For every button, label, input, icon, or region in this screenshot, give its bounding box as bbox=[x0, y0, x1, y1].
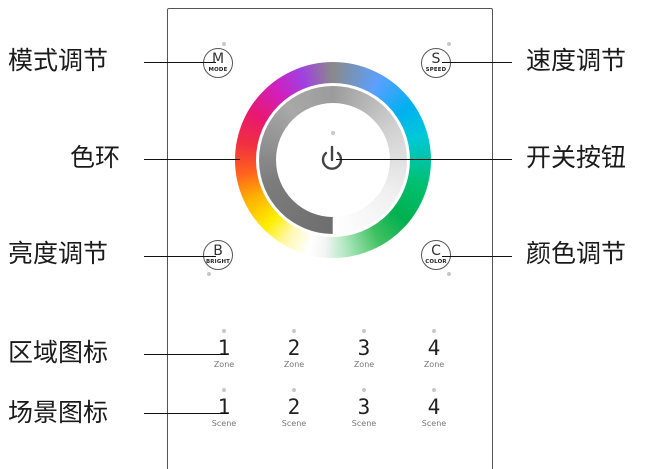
power-icon bbox=[321, 145, 343, 170]
mode-button-glyph: M bbox=[211, 51, 225, 67]
scene-number: 4 bbox=[427, 395, 441, 419]
callout-color-ring: 色环 bbox=[70, 143, 121, 172]
leader-line-scenes bbox=[144, 413, 228, 414]
scene-key-4[interactable]: 4 Scene bbox=[412, 396, 456, 429]
scene-indicator-dot bbox=[222, 388, 226, 392]
zone-indicator-dot bbox=[362, 329, 366, 333]
power-button[interactable] bbox=[318, 143, 346, 175]
callout-color: 颜色调节 bbox=[526, 239, 627, 268]
leader-line-speed bbox=[442, 62, 512, 63]
zone-label: Zone bbox=[423, 360, 445, 369]
zone-key-3[interactable]: 3 Zone bbox=[342, 337, 386, 370]
scene-label: Scene bbox=[281, 419, 307, 428]
color-button-glyph: C bbox=[431, 243, 441, 259]
leader-line-mode bbox=[144, 62, 216, 63]
zone-number: 4 bbox=[427, 336, 441, 360]
leader-line-color-ring bbox=[144, 159, 240, 160]
zone-key-4[interactable]: 4 Zone bbox=[412, 337, 456, 370]
callout-zones: 区域图标 bbox=[8, 338, 109, 367]
diagram-stage: M MODE S SPEED B BRIGHT C COLOR 1 Zone 2… bbox=[8, 8, 627, 469]
scene-number: 2 bbox=[287, 395, 301, 419]
power-indicator-dot bbox=[331, 131, 335, 135]
speed-button-glyph: S bbox=[431, 51, 441, 67]
scene-indicator-dot bbox=[292, 388, 296, 392]
callout-speed: 速度调节 bbox=[526, 46, 627, 75]
scene-indicator-dot bbox=[432, 388, 436, 392]
zone-label: Zone bbox=[283, 360, 305, 369]
mode-indicator-dot bbox=[222, 42, 226, 46]
scene-label: Scene bbox=[421, 419, 447, 428]
callout-power: 开关按钮 bbox=[526, 143, 627, 172]
color-button-label: COLOR bbox=[425, 259, 447, 265]
bright-indicator-dot bbox=[207, 272, 211, 276]
zone-number: 2 bbox=[287, 336, 301, 360]
scene-key-2[interactable]: 2 Scene bbox=[272, 396, 316, 429]
bright-button[interactable]: B BRIGHT bbox=[203, 240, 233, 270]
zone-key-1[interactable]: 1 Zone bbox=[202, 337, 246, 370]
bright-button-label: BRIGHT bbox=[205, 259, 231, 265]
mode-button-label: MODE bbox=[208, 67, 228, 73]
leader-line-power bbox=[336, 159, 512, 160]
leader-line-brightness bbox=[144, 256, 216, 257]
leader-line-color bbox=[442, 256, 512, 257]
color-indicator-dot bbox=[447, 272, 451, 276]
scene-key-3[interactable]: 3 Scene bbox=[342, 396, 386, 429]
callout-scenes: 场景图标 bbox=[8, 398, 109, 427]
zone-label: Zone bbox=[213, 360, 235, 369]
leader-line-zones bbox=[144, 354, 228, 355]
speed-indicator-dot bbox=[447, 42, 451, 46]
zone-indicator-dot bbox=[222, 329, 226, 333]
callout-brightness: 亮度调节 bbox=[8, 239, 109, 268]
zone-key-2[interactable]: 2 Zone bbox=[272, 337, 316, 370]
zone-indicator-dot bbox=[432, 329, 436, 333]
scene-label: Scene bbox=[351, 419, 377, 428]
callout-mode: 模式调节 bbox=[8, 46, 109, 75]
scene-label: Scene bbox=[211, 419, 237, 428]
zone-label: Zone bbox=[353, 360, 375, 369]
speed-button[interactable]: S SPEED bbox=[421, 48, 451, 78]
scene-number: 3 bbox=[357, 395, 371, 419]
scene-indicator-dot bbox=[362, 388, 366, 392]
color-button[interactable]: C COLOR bbox=[421, 240, 451, 270]
mode-button[interactable]: M MODE bbox=[203, 48, 233, 78]
scene-key-1[interactable]: 1 Scene bbox=[202, 396, 246, 429]
zone-number: 3 bbox=[357, 336, 371, 360]
scene-number: 1 bbox=[217, 395, 231, 419]
zone-number: 1 bbox=[217, 336, 231, 360]
bright-button-glyph: B bbox=[213, 243, 223, 259]
speed-button-label: SPEED bbox=[425, 67, 447, 73]
zone-indicator-dot bbox=[292, 329, 296, 333]
